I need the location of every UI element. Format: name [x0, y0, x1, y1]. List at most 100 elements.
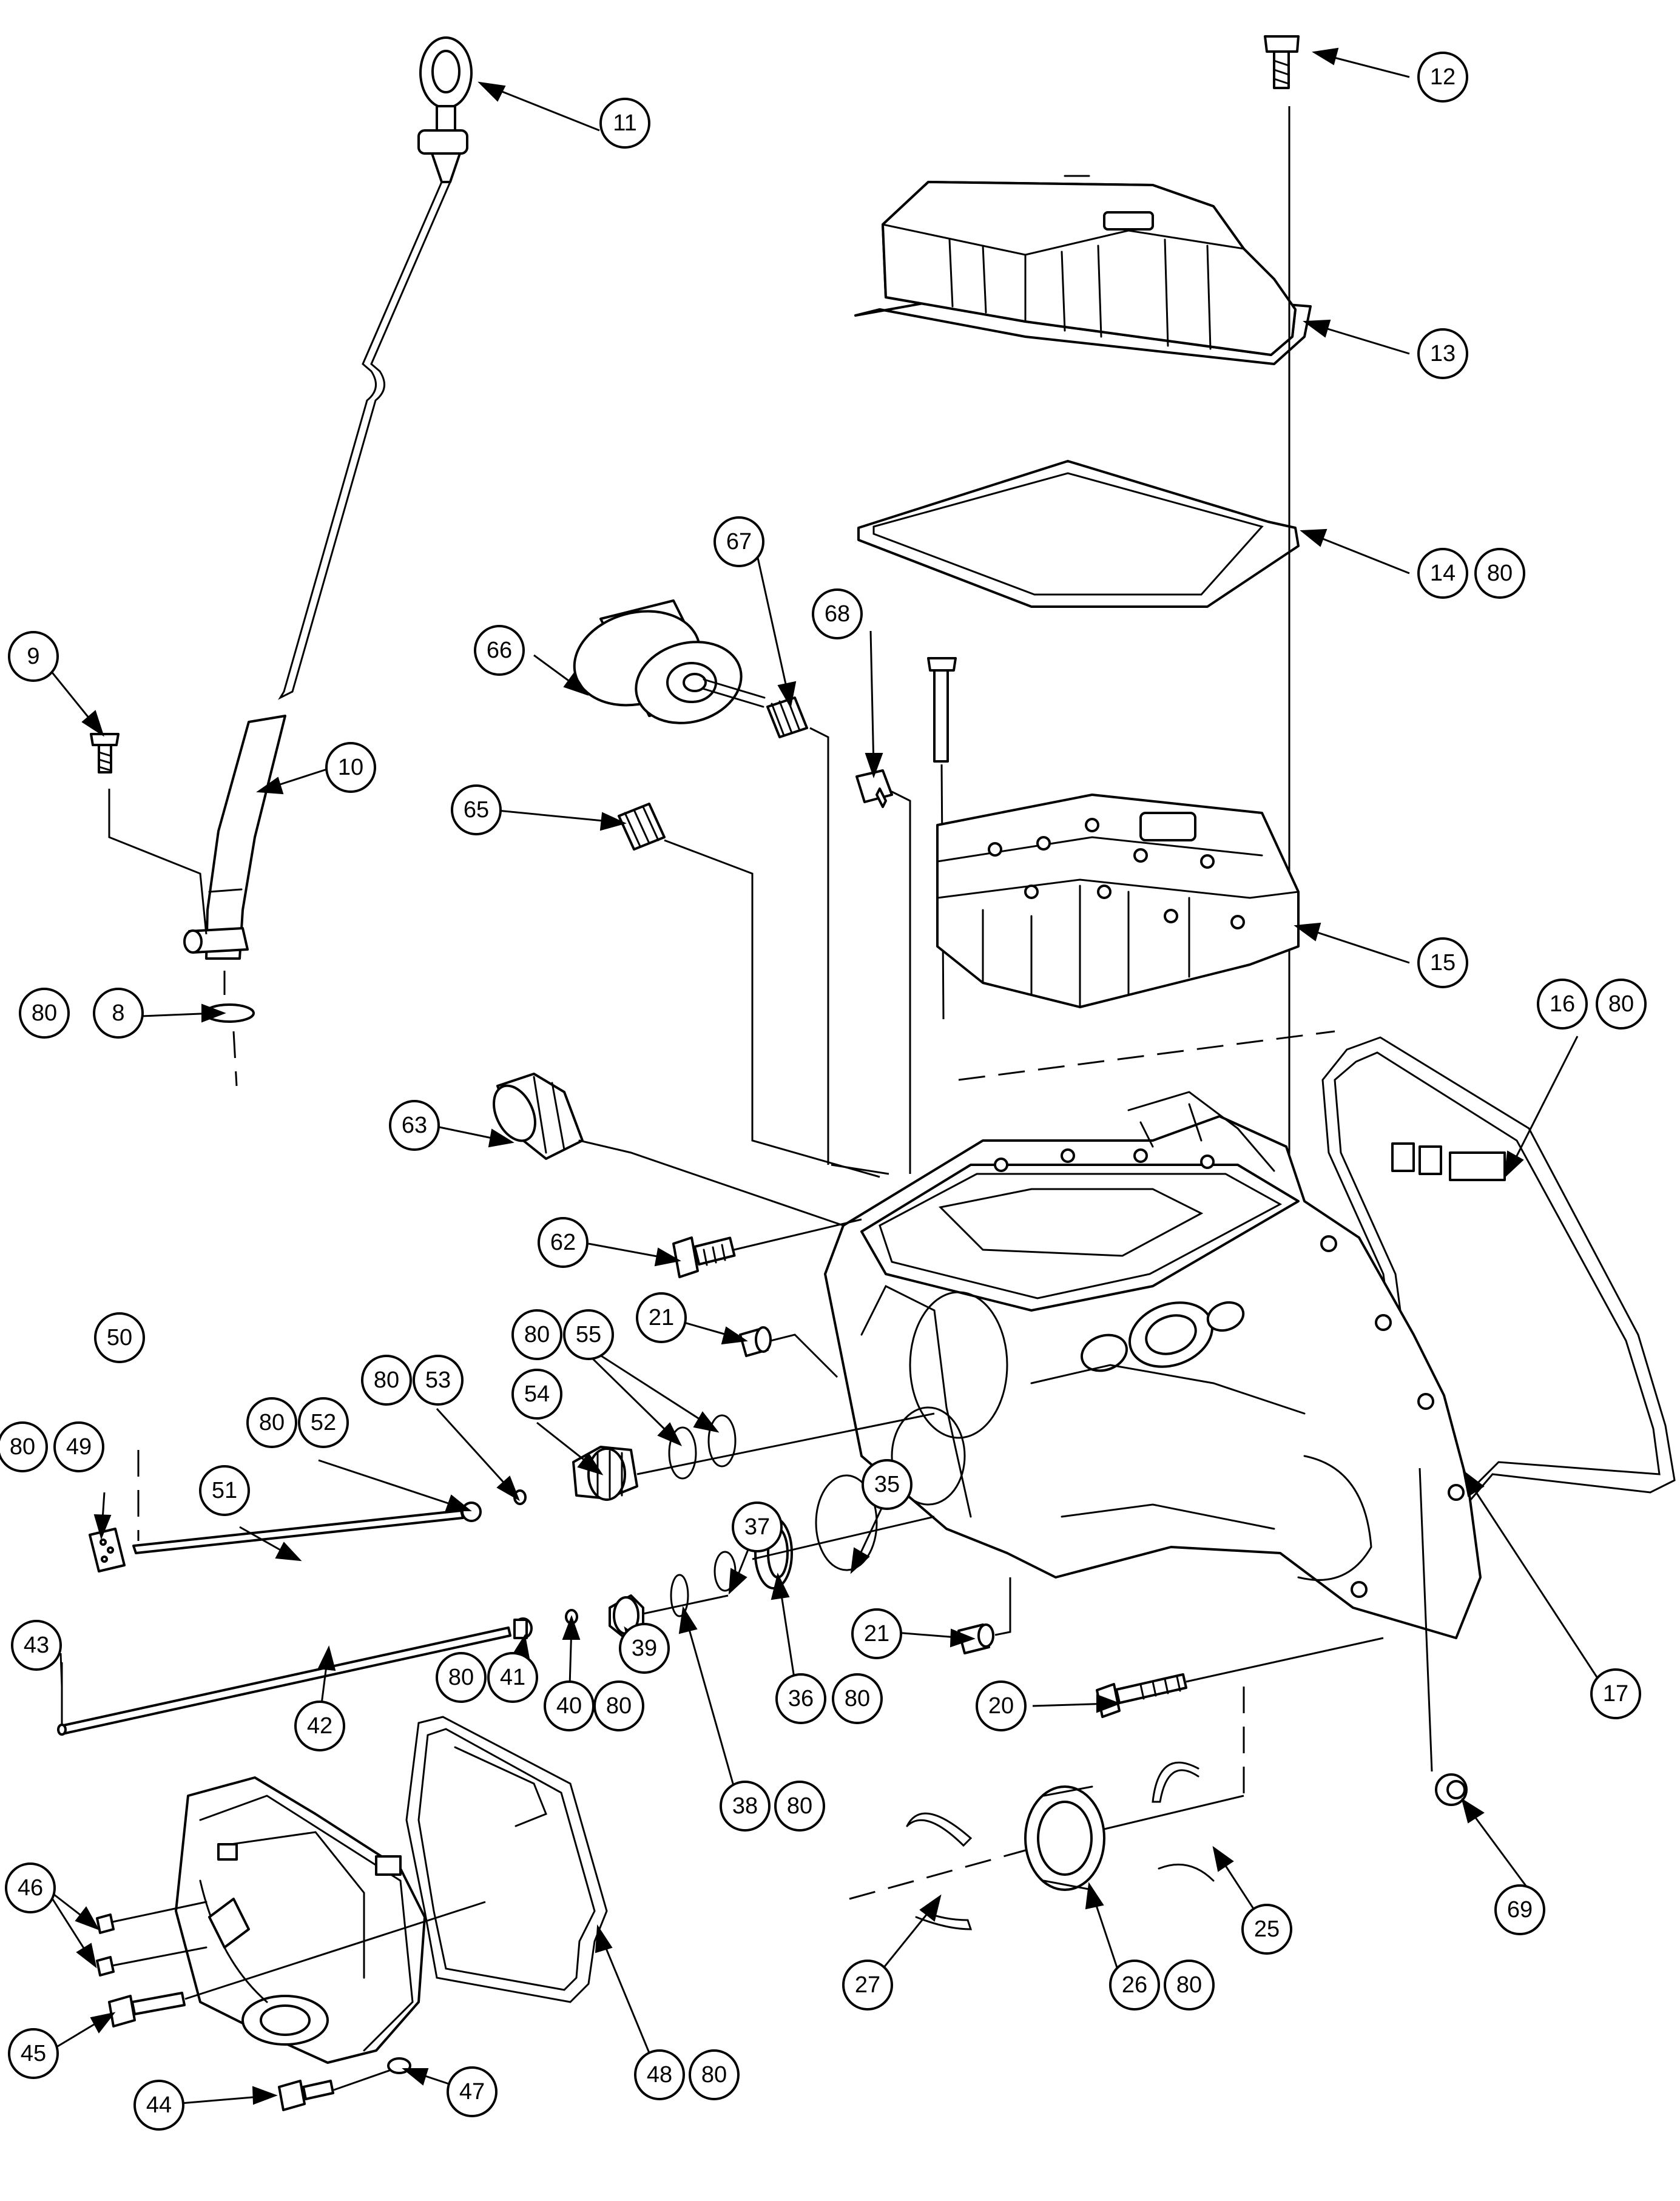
plate-49	[89, 1528, 126, 1572]
callout-number: 20	[988, 1693, 1014, 1719]
callout-number: 65	[464, 797, 489, 823]
callout-number: 21	[649, 1305, 674, 1330]
callout-circle	[851, 1608, 902, 1659]
callout-circle	[720, 1781, 771, 1832]
callout-circle	[389, 1100, 440, 1151]
callout-69: 69	[1494, 1884, 1545, 1935]
callout-number: 27	[855, 1972, 880, 1998]
callout-number: 68	[825, 601, 850, 627]
callout-number: 80	[1608, 991, 1634, 1017]
callout-circle	[599, 98, 650, 149]
callout-number: 69	[1507, 1897, 1533, 1923]
bolt-62	[672, 1218, 862, 1278]
callout-number: 80	[787, 1793, 812, 1819]
callout-circle	[511, 1309, 562, 1360]
callout-45: 45	[8, 2028, 59, 2079]
callout-number: 16	[1550, 991, 1575, 1017]
callout-number: 37	[744, 1514, 770, 1540]
callout-number: 66	[487, 638, 512, 663]
callout-circle	[1494, 1884, 1545, 1935]
callout-circle	[1417, 937, 1468, 988]
bolt-9	[90, 733, 120, 774]
callout-number: 80	[524, 1322, 550, 1347]
callout-circle	[812, 588, 863, 639]
callout-circle	[8, 2028, 59, 2079]
callout-11: 11	[599, 98, 650, 149]
callout-number: 47	[459, 2079, 485, 2105]
callout-circle	[474, 625, 525, 676]
callout-circle	[413, 1355, 464, 1406]
callout-circle	[53, 1421, 104, 1472]
callout-15: 15	[1417, 937, 1468, 988]
callout-circle	[689, 2049, 740, 2100]
callout-circle	[0, 1421, 48, 1472]
callout-9: 9	[8, 631, 59, 682]
callout-number: 43	[24, 1633, 49, 1658]
callout-circle	[1417, 328, 1468, 379]
callout-number: 50	[107, 1325, 132, 1350]
callout-number: 17	[1603, 1681, 1628, 1707]
callout-circle	[832, 1673, 883, 1724]
callout-36: 36	[775, 1673, 826, 1724]
callout-circle	[593, 1680, 644, 1731]
callout-80: 80	[1596, 979, 1647, 1030]
callout-25: 25	[1241, 1904, 1292, 1955]
callout-number: 42	[307, 1713, 332, 1739]
callout-53: 53	[413, 1355, 464, 1406]
callout-number: 63	[402, 1113, 427, 1138]
callout-circle	[199, 1465, 250, 1516]
callout-12: 12	[1417, 52, 1468, 103]
callout-number: 10	[338, 755, 363, 780]
callout-circle	[1474, 548, 1525, 599]
callout-80: 80	[1474, 548, 1525, 599]
callout-number: 21	[864, 1621, 889, 1647]
callout-circle	[133, 2080, 184, 2131]
callout-number: 35	[874, 1472, 900, 1497]
callout-10: 10	[325, 742, 376, 793]
leader-lines	[44, 47, 1609, 2106]
bolt-46a	[96, 1901, 207, 1934]
bolt-46b	[96, 1946, 207, 1977]
callout-circle	[1537, 979, 1588, 1030]
callout-circle	[294, 1700, 345, 1751]
callout-circle	[246, 1397, 297, 1448]
callout-35: 35	[862, 1459, 913, 1510]
callout-circle	[634, 2049, 685, 2100]
callout-number: 53	[425, 1367, 451, 1393]
oil-filter	[573, 599, 766, 724]
callout-40: 40	[544, 1680, 595, 1731]
oil-pan-gasket	[857, 460, 1300, 608]
ring-38	[670, 1574, 689, 1617]
callout-circle	[511, 1369, 562, 1420]
oil-pan	[854, 175, 1312, 365]
snap-ring-25	[1152, 1761, 1199, 1803]
callout-circle	[619, 1623, 670, 1674]
dipstick-tube	[183, 715, 286, 960]
callout-circle	[451, 784, 502, 835]
callout-65: 65	[451, 784, 502, 835]
callout-circle	[1109, 1960, 1160, 2011]
front-cover	[175, 1776, 426, 2064]
callout-48: 48	[634, 2049, 685, 2100]
callout-46: 46	[5, 1862, 56, 1913]
callout-44: 44	[133, 2080, 184, 2131]
callout-number: 55	[576, 1322, 601, 1347]
callout-circle	[93, 988, 144, 1039]
callout-80: 80	[511, 1309, 562, 1360]
callout-47: 47	[447, 2066, 498, 2117]
bushing-52	[461, 1502, 482, 1522]
callout-80: 80	[689, 2049, 740, 2100]
callout-80: 80	[593, 1680, 644, 1731]
callout-41: 41	[487, 1652, 538, 1703]
callout-68: 68	[812, 588, 863, 639]
callout-17: 17	[1590, 1668, 1641, 1719]
callout-number: 48	[647, 2062, 672, 2088]
callout-55: 55	[563, 1309, 614, 1360]
callout-circle	[1590, 1668, 1641, 1719]
callout-number: 9	[27, 644, 39, 669]
callout-circle	[325, 742, 376, 793]
callout-number: 36	[788, 1686, 814, 1711]
callout-circle	[487, 1652, 538, 1703]
transmission-case	[824, 1091, 1482, 1639]
